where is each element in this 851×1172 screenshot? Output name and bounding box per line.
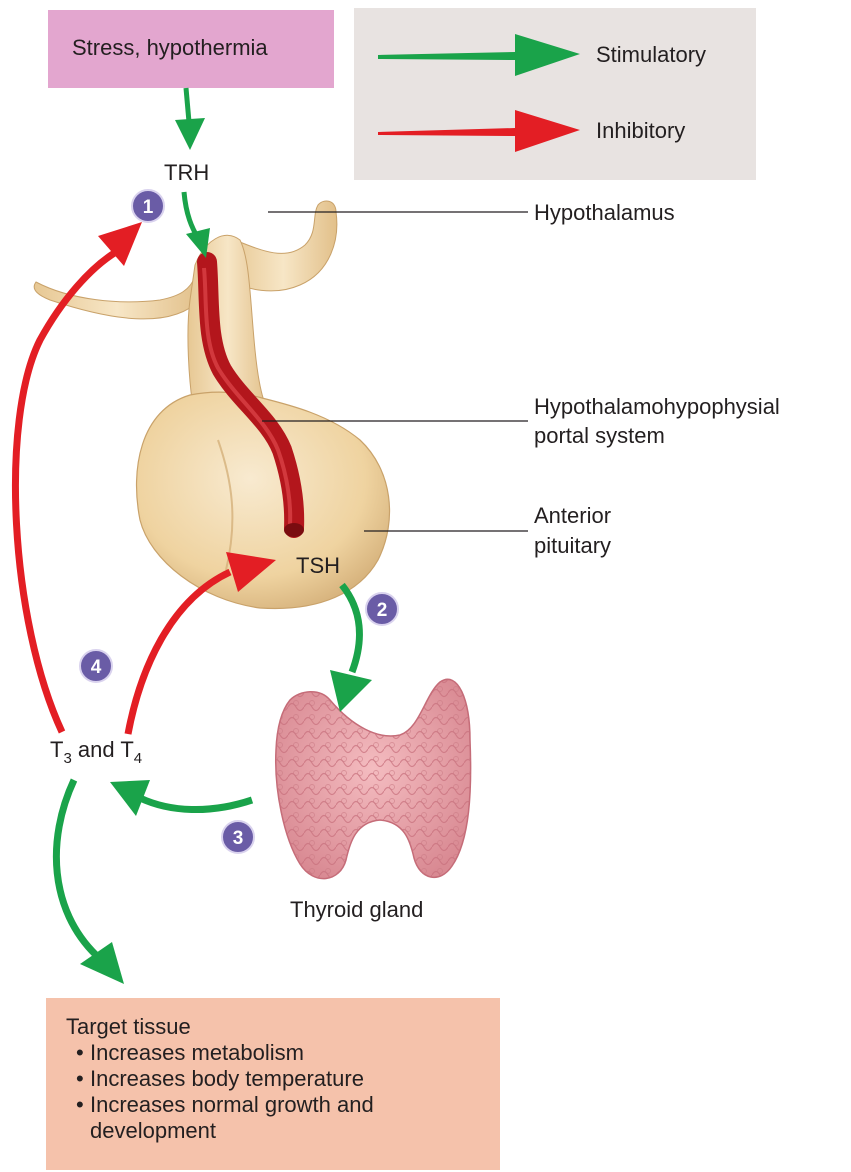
step-badge-3: 3 [222,821,254,853]
t3-letter: T [50,737,63,762]
step-badge-2-number: 2 [377,600,388,621]
target-tissue-list: Increases metabolism Increases body temp… [76,1040,480,1144]
t3-subscript: 3 [63,750,71,767]
legend-stimulatory-label: Stimulatory [596,42,706,67]
portal-vessel-end [284,523,304,537]
step-badge-4-number: 4 [91,657,102,678]
target-tissue-item: Increases body temperature [76,1066,480,1092]
portal-label-line2: portal system [534,423,665,448]
tsh-to-thyroid-arrow [342,585,359,672]
thyroid-label: Thyroid gland [290,897,423,922]
stress-to-trh-arrowhead [175,118,205,150]
step-badge-1-number: 1 [143,197,154,218]
target-tissue-item: Increases metabolism [76,1040,480,1066]
tsh-to-thyroid-arrowhead [330,670,372,712]
hypothalamus-label: Hypothalamus [534,200,675,225]
t4-subscript: 4 [134,750,142,767]
step-badge-2: 2 [366,593,398,625]
trh-to-portal-arrow [184,192,198,238]
t4-letter: T [120,737,133,762]
step-badge-1: 1 [132,190,164,222]
step-badge-4: 4 [80,650,112,682]
target-tissue-title: Target tissue [66,1014,191,1040]
anterior-label-line1: Anterior [534,503,611,528]
t3-and-text: and [72,737,121,762]
stress-label: Stress, hypothermia [72,35,268,60]
trh-to-portal-arrowhead [186,228,210,258]
t3-and-t4-label: T3 and T4 [50,737,142,767]
thyroid-to-t3t4-arrow [140,798,252,810]
portal-label-line1: Hypothalamohypophysial [534,394,780,419]
target-tissue-item: Increases normal growth and development [76,1092,480,1144]
stress-to-trh-arrow [186,88,189,122]
t3t4-to-target-arrow [56,780,96,955]
t3t4-to-pituitary-arrow [128,572,230,734]
legend-box [354,8,756,180]
anterior-label-line2: pituitary [534,533,611,558]
thyroid-texture [276,679,471,878]
step-badge-3-number: 3 [233,828,244,849]
target-tissue-box: Target tissue Increases metabolism Incre… [46,998,500,1170]
trh-label: TRH [164,160,209,185]
tsh-label: TSH [296,553,340,578]
legend-inhibitory-label: Inhibitory [596,118,685,143]
